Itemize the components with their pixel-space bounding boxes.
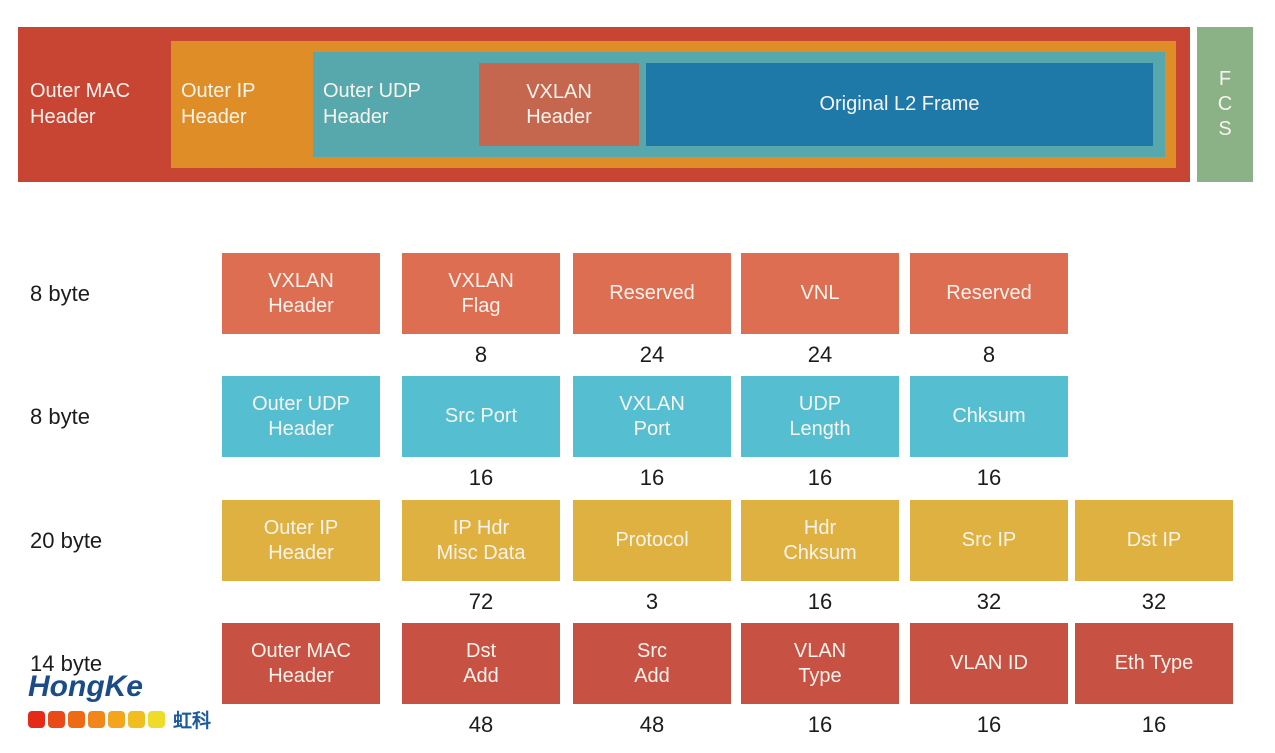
fcs-box: F C S xyxy=(1197,27,1253,182)
field-box: Protocol xyxy=(573,500,731,581)
row-size-label: 8 byte xyxy=(30,280,90,306)
field-box: UDP Length xyxy=(741,376,899,457)
field-bits-label: 16 xyxy=(807,589,833,614)
row-header-box: Outer MAC Header xyxy=(222,623,380,704)
field-box: IP Hdr Misc Data xyxy=(402,500,560,581)
field-box: VLAN ID xyxy=(910,623,1068,704)
field-box: Reserved xyxy=(573,253,731,334)
logo-color-square xyxy=(28,711,45,728)
row-size-label: 14 byte xyxy=(30,650,103,676)
hongke-logo-chinese: 虹科 xyxy=(173,711,212,732)
fcs-label: F C S xyxy=(1217,68,1233,140)
field-box: Src IP xyxy=(910,500,1068,581)
logo-color-square xyxy=(68,711,85,728)
row-size-label: 8 byte xyxy=(30,403,90,429)
logo-color-square xyxy=(88,711,105,728)
row-header-box: Outer UDP Header xyxy=(222,376,380,457)
field-bits-label: 24 xyxy=(639,342,665,367)
field-box: VXLAN Flag xyxy=(402,253,560,334)
outer-udp-label: Outer UDP Header xyxy=(323,80,421,128)
outer-ip-label: Outer IP Header xyxy=(181,80,256,128)
field-bits-label: 8 xyxy=(474,342,488,367)
field-bits-label: 16 xyxy=(807,712,833,737)
field-bits-label: 48 xyxy=(468,712,494,737)
field-bits-label: 32 xyxy=(976,589,1002,614)
row-header-box: Outer IP Header xyxy=(222,500,380,581)
field-bits-label: 16 xyxy=(468,465,494,490)
field-box: Reserved xyxy=(910,253,1068,334)
hongke-logo: HongKe 虹科 xyxy=(28,672,211,733)
field-bits-label: 8 xyxy=(982,342,996,367)
field-bits-label: 16 xyxy=(639,465,665,490)
field-bits-label: 16 xyxy=(1141,712,1167,737)
field-bits-label: 3 xyxy=(645,589,659,614)
field-bits-label: 32 xyxy=(1141,589,1167,614)
hongke-logo-squares: 虹科 xyxy=(28,706,211,733)
field-bits-label: 16 xyxy=(976,465,1002,490)
row-size-label: 20 byte xyxy=(30,527,103,553)
field-bits-label: 16 xyxy=(976,712,1002,737)
logo-color-square xyxy=(148,711,165,728)
outer-mac-label: Outer MAC Header xyxy=(30,80,131,128)
logo-color-square xyxy=(48,711,65,728)
field-box: Dst IP xyxy=(1075,500,1233,581)
field-bits-label: 72 xyxy=(468,589,494,614)
hongke-logo-text: HongKe xyxy=(28,670,143,703)
field-bits-label: 48 xyxy=(639,712,665,737)
original-l2-frame-box: Original L2 Frame xyxy=(646,63,1153,146)
vxlan-header-box: VXLAN Header xyxy=(479,63,639,146)
field-bits-label: 24 xyxy=(807,342,833,367)
field-box: Hdr Chksum xyxy=(741,500,899,581)
field-box: VXLAN Port xyxy=(573,376,731,457)
field-box: Src Port xyxy=(402,376,560,457)
logo-color-square xyxy=(128,711,145,728)
vxlan-header-label: VXLAN Header xyxy=(526,80,592,128)
field-bits-label: 16 xyxy=(807,465,833,490)
field-box: VNL xyxy=(741,253,899,334)
field-box: Dst Add xyxy=(402,623,560,704)
original-l2-frame-label: Original L2 Frame xyxy=(819,93,980,115)
field-box: VLAN Type xyxy=(741,623,899,704)
field-box: Chksum xyxy=(910,376,1068,457)
field-box: Eth Type xyxy=(1075,623,1233,704)
field-box: Src Add xyxy=(573,623,731,704)
logo-color-square xyxy=(108,711,125,728)
row-header-box: VXLAN Header xyxy=(222,253,380,334)
